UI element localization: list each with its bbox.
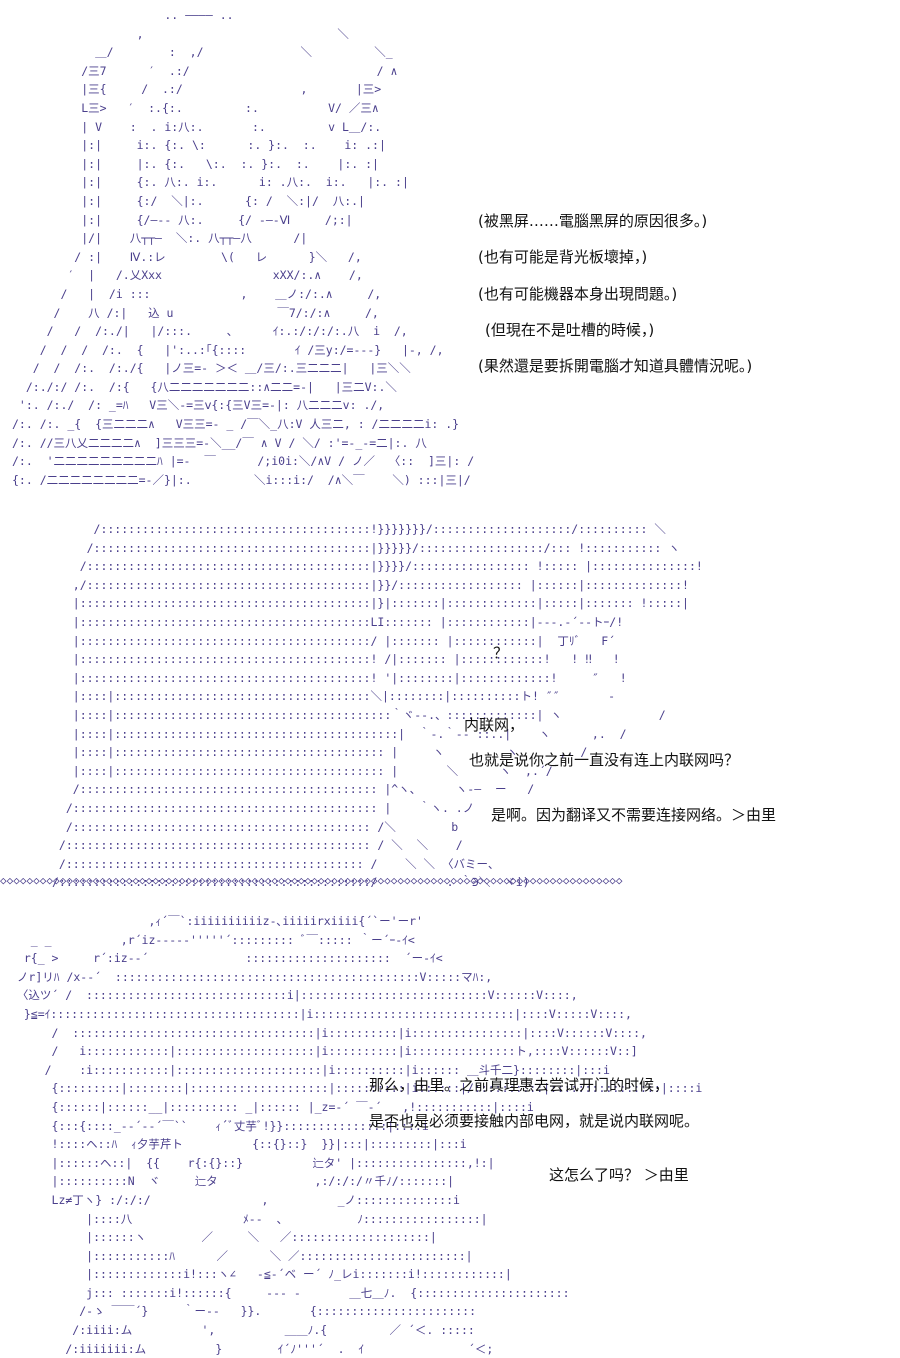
dialogue-line: 这怎么了吗？ ＞由里 bbox=[549, 1166, 689, 1184]
dialogue-line: (也有可能是背光板壞掉，) bbox=[478, 248, 648, 266]
dialogue-line: ？ bbox=[493, 644, 509, 662]
dialogue-line: 内联网， bbox=[464, 716, 525, 734]
dialogue-line: (被黑屏……電腦黑屏的原因很多。) bbox=[478, 212, 708, 230]
dialogue-line: 是否也是必须要接触内部电网，就是说内联网呢。 bbox=[369, 1112, 700, 1130]
section-divider: ◇◇◇◇◇◇◇◇◇◇◇◇◇◇◇◇◇◇◇◇◇◇◇◇◇◇◇◇◇◇◇◇◇◇◇◇◇◇◇◇… bbox=[0, 874, 623, 887]
dialogue-line: (也有可能機器本身出現問題。) bbox=[478, 285, 678, 303]
dialogue-line: 是啊。因为翻译又不需要连接网络。＞由里 bbox=[491, 806, 777, 824]
dialogue-line: 也就是说你之前一直没有连上内联网吗？ bbox=[469, 751, 740, 769]
dialogue-line: 那么，由里。之前真理惠去尝试开门的时候， bbox=[369, 1076, 670, 1094]
dialogue-line: (果然還是要拆開電腦才知道具體情況呢。) bbox=[478, 357, 753, 375]
ascii-art-character-2: /:::::::::::::::::::::::::::::::::::::::… bbox=[52, 522, 703, 890]
ascii-art-character-1: .. ―――― .. , ＼ ＿/ : ,/ ＼ ＼_ /三7 ′ .:/ / … bbox=[12, 8, 475, 487]
ascii-art-character-3: ,ｨ´￣`:iiiiiiiiiiz-､iiiiirxiiii{´`ー'ーr' _… bbox=[16, 914, 703, 1356]
dialogue-line: (但現在不是吐槽的時候，) bbox=[485, 321, 655, 339]
